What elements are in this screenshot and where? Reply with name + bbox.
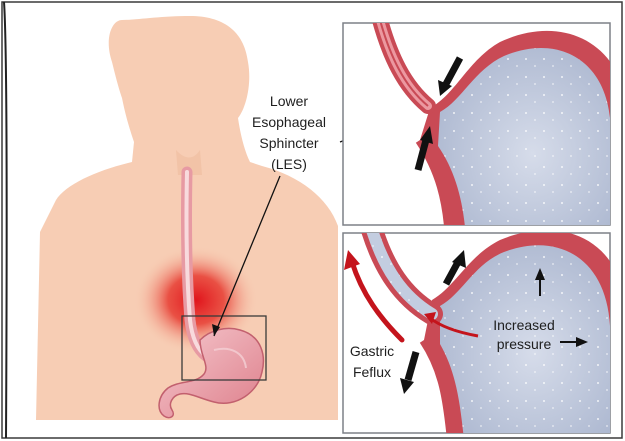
frame-curl [4, 2, 7, 438]
gastric-reflux-label-1: Gastric [350, 343, 394, 359]
les-label: Lower Esophageal Sphincter (LES) [252, 93, 326, 172]
les-label-line-3: Sphincter [259, 135, 318, 151]
gastric-reflux-label-2: Feflux [353, 364, 391, 380]
les-label-line-2: Esophageal [252, 114, 326, 130]
les-label-line-4: (LES) [271, 156, 307, 172]
panel-normal-les [343, 20, 625, 240]
increased-pressure-label-2: pressure [497, 336, 552, 352]
les-label-line-1: Lower [270, 93, 308, 109]
increased-pressure-label-1: Increased [493, 317, 554, 333]
panel-reflux-les: Gastric Feflux Increased pressure [343, 230, 625, 440]
